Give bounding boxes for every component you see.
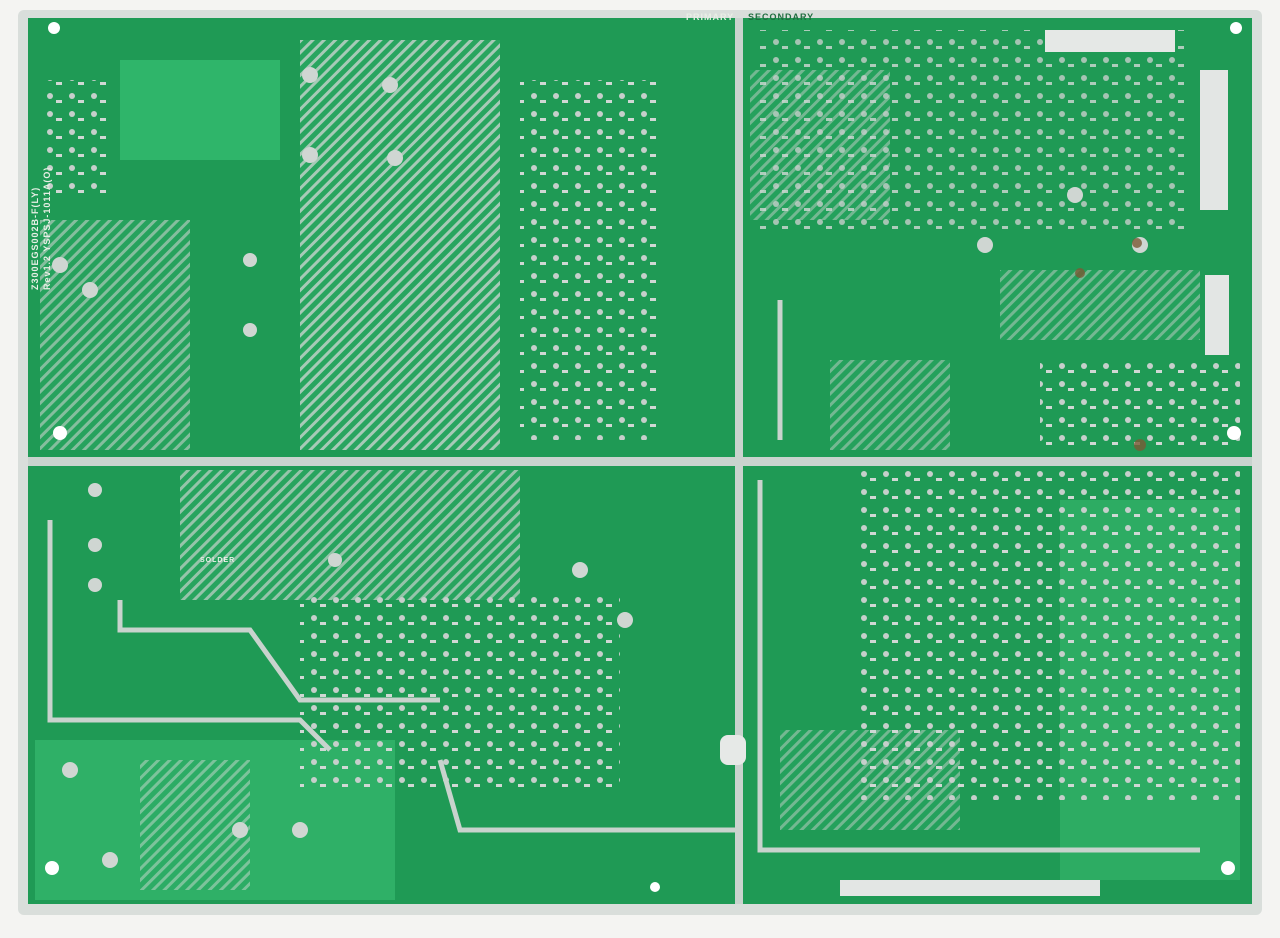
primary-label: PRIMARY bbox=[686, 12, 735, 22]
connector-header-right bbox=[1200, 70, 1228, 210]
connector-header-bottom bbox=[840, 880, 1100, 896]
isolation-slot-horizontal bbox=[28, 457, 1252, 466]
part-number-label: Z300EGS002B-F(LY) bbox=[30, 186, 40, 290]
connector-header-top bbox=[1045, 30, 1175, 52]
revision-label: Rev1.2 YSPSJ-1011A(O) bbox=[42, 166, 52, 290]
secondary-label: SECONDARY bbox=[748, 12, 815, 22]
mounting-holes bbox=[45, 22, 1242, 892]
solder-label: SOLDER bbox=[200, 557, 236, 564]
